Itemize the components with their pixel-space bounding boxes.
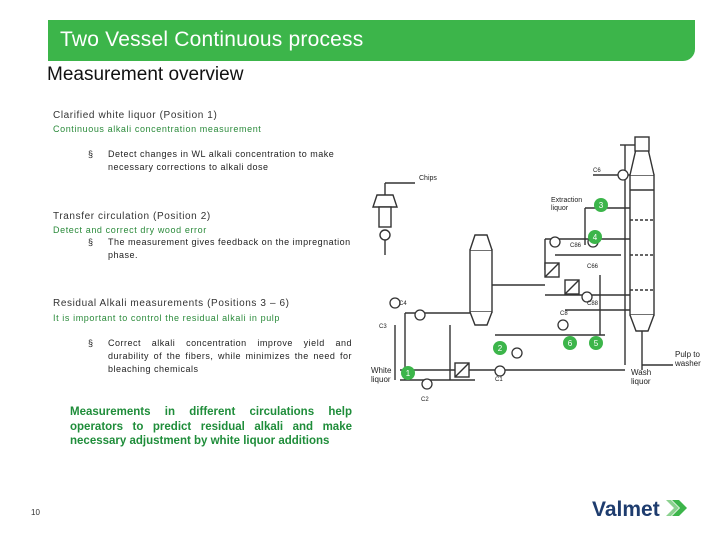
label-extraction-liquor: liquor bbox=[551, 205, 569, 212]
impregnation-vessel bbox=[469, 249, 493, 313]
section-3-subheading: It is important to control the residual … bbox=[53, 313, 280, 323]
position-label: 2 bbox=[498, 344, 503, 353]
position-label: 4 bbox=[593, 233, 598, 242]
label-c6: C6 bbox=[593, 168, 601, 174]
section-2-heading: Transfer circulation (Position 2) bbox=[53, 211, 211, 222]
label-c2: C2 bbox=[421, 397, 429, 403]
section-2-subheading: Detect and correct dry wood error bbox=[53, 225, 207, 235]
position-label: 3 bbox=[599, 201, 604, 210]
label-white: White bbox=[371, 366, 392, 375]
section-1-heading: Clarified white liquor (Position 1) bbox=[53, 110, 218, 121]
bullet-text: Correct alkali concentration improve yie… bbox=[108, 338, 352, 374]
pumps bbox=[389, 169, 629, 390]
section-3-bullet: § Correct alkali concentration improve y… bbox=[88, 337, 352, 376]
summary-text: Measurements in different circulations h… bbox=[70, 406, 352, 447]
pump-icon bbox=[421, 378, 433, 390]
label-washer: washer bbox=[674, 359, 701, 368]
valmet-logo-graphic: Valmet bbox=[592, 498, 687, 521]
position-marker-5 bbox=[589, 336, 603, 350]
pump-icon bbox=[557, 319, 569, 331]
section-3-heading: Residual Alkali measurements (Positions … bbox=[53, 298, 290, 309]
pump-icon bbox=[617, 169, 629, 181]
bullet-text: The measurement gives feedback on the im… bbox=[108, 237, 351, 260]
label-c66: C66 bbox=[587, 264, 599, 270]
position-markers: 1 2 3 4 5 6 bbox=[401, 198, 608, 380]
logo-text: Valmet bbox=[592, 498, 660, 521]
label-c3: C3 bbox=[379, 324, 387, 330]
bullet-mark: § bbox=[88, 338, 94, 348]
position-marker-1 bbox=[401, 366, 415, 380]
section-1-bullet: § Detect changes in WL alkali concentrat… bbox=[88, 148, 352, 174]
label-wash: Wash bbox=[631, 368, 651, 377]
pump-icon bbox=[511, 347, 523, 359]
label-extraction: Extraction bbox=[551, 197, 582, 204]
pump-icon bbox=[414, 309, 426, 321]
process-diagram-svg: Chips Extraction liquor White liquor Was… bbox=[371, 136, 701, 403]
position-label: 5 bbox=[594, 339, 599, 348]
pump-icon bbox=[494, 365, 506, 377]
label-chips: Chips bbox=[419, 175, 437, 182]
position-marker-6 bbox=[563, 336, 577, 350]
position-marker-2 bbox=[493, 341, 507, 355]
digester-top bbox=[629, 148, 655, 176]
label-wash-liquor: liquor bbox=[631, 377, 651, 386]
process-diagram: Chips Extraction liquor White liquor Was… bbox=[355, 135, 715, 410]
page-title: Two Vessel Continuous process bbox=[60, 28, 364, 51]
bullet-text: Detect changes in WL alkali concentratio… bbox=[108, 149, 335, 172]
position-label: 6 bbox=[568, 339, 573, 348]
label-c4: C4 bbox=[399, 301, 407, 307]
label-c1: C1 bbox=[495, 377, 503, 383]
title-bar: Two Vessel Continuous process bbox=[48, 20, 695, 61]
page-number: 10 bbox=[31, 508, 40, 517]
digester-vessel bbox=[629, 174, 655, 316]
pump-icon bbox=[549, 236, 561, 248]
section-1-subheading: Continuous alkali concentration measurem… bbox=[53, 124, 262, 134]
digester-bottom bbox=[629, 314, 655, 332]
chip-bin bbox=[372, 194, 398, 208]
position-marker-3 bbox=[594, 198, 608, 212]
bullet-mark: § bbox=[88, 237, 94, 247]
logo-chevron-icon bbox=[666, 500, 687, 516]
label-c86: C86 bbox=[570, 243, 582, 249]
digester-feeder bbox=[634, 136, 650, 152]
label-pulp-to: Pulp to bbox=[675, 350, 700, 359]
section-2-bullet: § The measurement gives feedback on the … bbox=[88, 236, 352, 262]
position-label: 1 bbox=[406, 369, 411, 378]
position-marker-4 bbox=[588, 230, 602, 244]
page-subtitle: Measurement overview bbox=[47, 64, 244, 85]
label-c8: C8 bbox=[560, 311, 568, 317]
pump-icon bbox=[389, 297, 401, 309]
label-white-liquor: liquor bbox=[371, 375, 391, 384]
bullet-mark: § bbox=[88, 149, 94, 159]
label-c88: C88 bbox=[587, 301, 599, 307]
valmet-logo: Valmet bbox=[592, 494, 696, 529]
pump-icon bbox=[581, 291, 593, 303]
